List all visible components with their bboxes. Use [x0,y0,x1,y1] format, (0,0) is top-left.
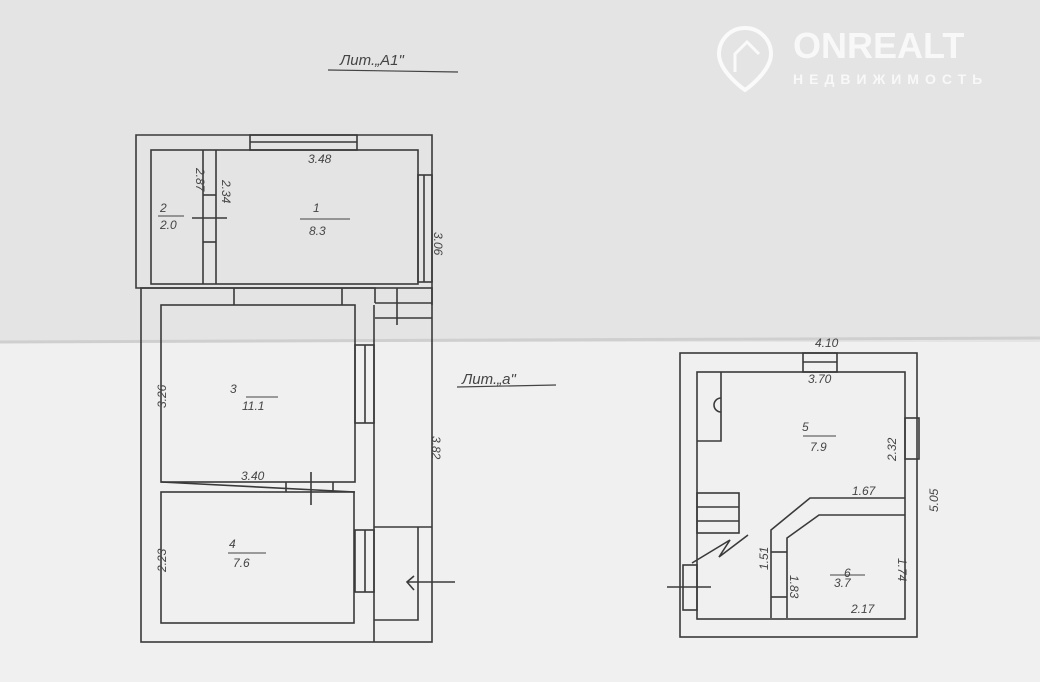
paper-upper [0,0,1040,342]
dim-4-10: 4.10 [815,336,839,350]
room-3-area: 11.1 [242,399,264,413]
room-5-number: 5 [802,420,809,434]
dim-1-51: 1.51 [757,547,771,570]
room-1-area: 8.3 [309,224,326,238]
room-1-number: 1 [313,201,320,215]
dim-1-67: 1.67 [852,484,877,498]
paper-fold [0,336,1040,344]
dim-3-06: 3.06 [431,232,445,256]
dim-1-83: 1.83 [787,575,801,599]
room-2-number: 2 [159,201,167,215]
watermark-logo: ONREALT НЕДВИЖИМОСТЬ [716,25,988,93]
dim-2-32: 2.32 [885,437,899,462]
room-6-area: 3.7 [834,576,852,590]
room-3-number: 3 [230,382,237,396]
watermark-brand: ONREALT [793,25,964,66]
dim-3-48: 3.48 [308,152,332,166]
title-lit-a-small: Лит.„а" [461,371,516,388]
room-4-number: 4 [229,537,236,551]
dim-2-34: 2.34 [219,179,233,204]
dim-1-74: 1.74 [895,558,909,582]
dim-3-26: 3.26 [155,384,169,408]
location-pin-icon [716,25,774,93]
room-4-area: 7.6 [233,556,250,570]
window [904,417,920,460]
dim-2-23: 2.23 [155,548,169,573]
dim-5-05: 5.05 [927,488,941,512]
dim-3-82: 3.82 [429,436,443,460]
dim-3-70: 3.70 [808,372,832,386]
house-icon [733,39,761,72]
building-a-small-walls [667,352,920,638]
building-a-lower-walls [140,287,455,643]
dim-3-40: 3.40 [241,469,265,483]
title-underline [327,69,459,73]
room-2-area: 2.0 [159,218,177,232]
dim-2-87: 2.87 [193,167,207,193]
window [417,174,433,283]
building-a-upper-walls [135,134,433,325]
watermark-subtitle: НЕДВИЖИМОСТЬ [793,71,988,87]
title-lit-a1: Лит.„А1" [339,52,404,69]
room-6-number: 6 [844,566,851,580]
dim-2-17: 2.17 [850,602,876,616]
paper-lower [0,342,1040,682]
room-5-area: 7.9 [810,440,827,454]
title-underline [456,384,557,388]
